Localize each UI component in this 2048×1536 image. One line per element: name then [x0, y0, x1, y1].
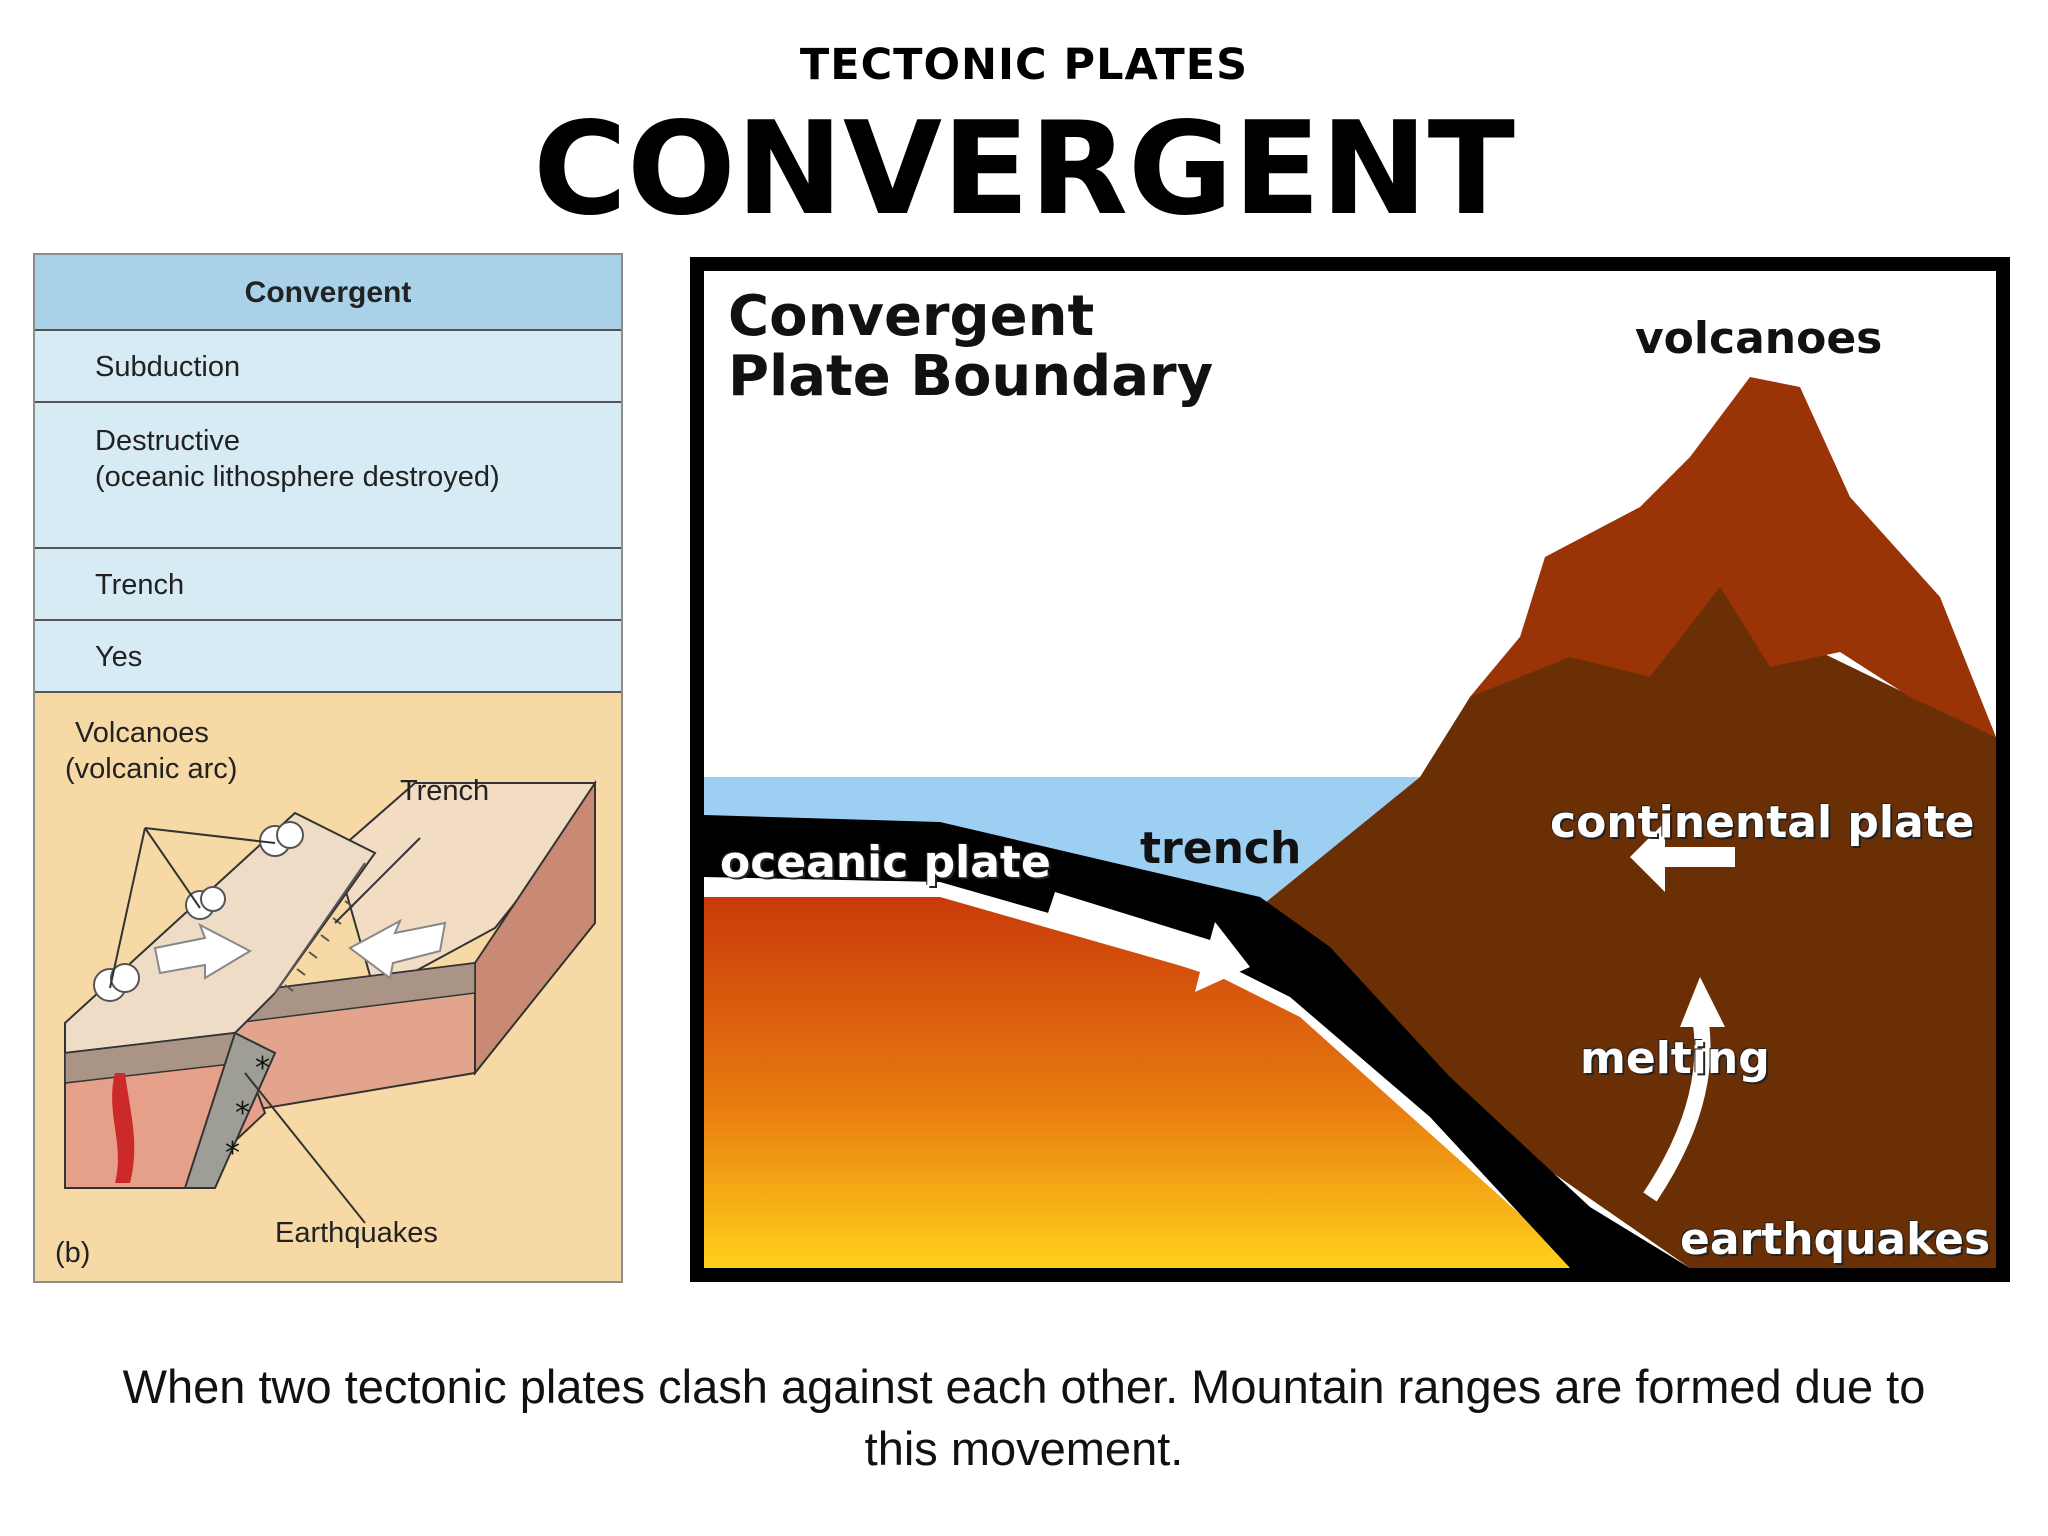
table-row-trench: Trench [35, 549, 621, 621]
table-row-yes: Yes [35, 621, 621, 693]
oceanic-plate-label: oceanic plate [720, 837, 1051, 888]
panel-letter: (b) [55, 1237, 91, 1269]
volcano-peak [1470, 377, 1996, 737]
block-diagram-svg: *** [64, 779, 597, 1224]
oceanic-plate [704, 815, 1690, 1268]
diagram-title: Convergent Plate Boundary [728, 287, 1213, 407]
volcano-leaders [109, 827, 276, 989]
volcanoes-label: Volcanoes [75, 717, 209, 749]
diagram-title-line1: Convergent [728, 284, 1095, 349]
table-row-subduction: Subduction [35, 331, 621, 403]
subducting-slab [183, 1031, 277, 1189]
mantle [704, 897, 1580, 1268]
page-title: CONVERGENT [533, 95, 1515, 244]
melting-arrowhead [1680, 977, 1725, 1027]
trench-label-right: trench [1140, 823, 1302, 874]
convergent-boundary-diagram: Convergent Plate Boundary volcanoes cont… [690, 257, 2010, 1282]
table-row-destructive-line2: (oceanic lithosphere destroyed) [95, 461, 500, 493]
convergent-table-panel: Convergent Subduction Destructive (ocean… [33, 253, 623, 1283]
continental-arrow [1630, 822, 1735, 892]
earthquakes-label-right: earthquakes [1680, 1214, 1991, 1265]
table-row-destructive: Destructive (oceanic lithosphere destroy… [35, 403, 621, 549]
table-header: Convergent [35, 255, 621, 331]
left-white-arrow [153, 922, 253, 980]
page-kicker: TECTONIC PLATES [799, 40, 1249, 90]
melting-arrow [1643, 1015, 1711, 1202]
svg-text:*: * [255, 1051, 270, 1086]
earthquakes-label: Earthquakes [275, 1217, 438, 1249]
svg-text:*: * [235, 1096, 250, 1131]
caption-text: When two tectonic plates clash against e… [122, 1360, 1926, 1475]
trench-leader [334, 837, 421, 924]
trench-ticks [274, 862, 366, 994]
block-diagram: *** Volcanoes (volcanic arc) Trench Eart… [35, 693, 621, 1281]
table-row-destructive-line1: Destructive [95, 425, 241, 457]
diagram-title-line2: Plate Boundary [728, 344, 1214, 409]
earthquake-stars: *** [225, 1051, 270, 1171]
right-white-arrow [348, 918, 447, 980]
volcanoes-label-right: volcanoes [1635, 313, 1883, 364]
melting-label: melting [1580, 1033, 1770, 1084]
continental-plate-label: continental plate [1550, 797, 1975, 848]
continental-plate [1260, 577, 1996, 1268]
trench-label: Trench [400, 775, 490, 807]
oceanic-arrow [1045, 892, 1250, 992]
boundary-svg [690, 257, 2010, 1282]
svg-text:*: * [225, 1136, 240, 1171]
magma-plume [112, 1073, 135, 1183]
ocean-water [704, 777, 1420, 907]
earthquake-leader [244, 1072, 366, 1224]
volcanic-arc-label: (volcanic arc) [65, 753, 238, 785]
